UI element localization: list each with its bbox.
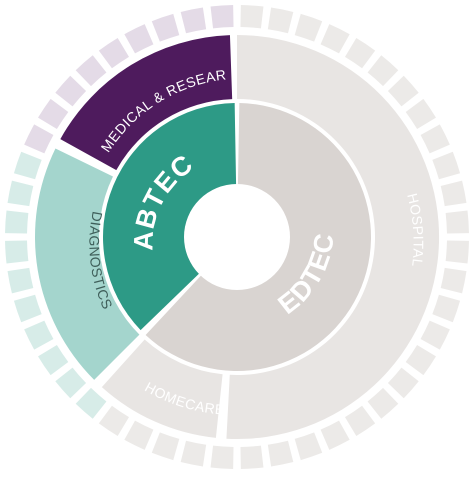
outer-tick	[320, 24, 350, 54]
outer-tick	[210, 5, 234, 29]
outer-tick	[294, 432, 323, 461]
outer-tick	[7, 267, 34, 294]
outer-tick	[75, 55, 107, 87]
outer-tick	[267, 7, 294, 34]
outer-tick	[345, 38, 376, 69]
outer-tick	[151, 13, 180, 42]
diagnostics-segment[interactable]	[34, 148, 140, 380]
outer-tick	[5, 240, 29, 264]
outer-tick	[55, 367, 87, 399]
outer-tick	[267, 440, 294, 467]
outer-tick	[98, 38, 129, 69]
outer-tick	[210, 445, 234, 469]
medtech-segment[interactable]	[145, 103, 371, 371]
outer-tick	[55, 75, 87, 107]
outer-tick	[440, 180, 467, 207]
labtech-segment[interactable]	[103, 103, 237, 331]
outer-tick	[445, 210, 469, 234]
outer-tick	[367, 55, 399, 87]
outer-tick	[5, 210, 29, 234]
outer-tick-ring	[5, 5, 469, 469]
outer-tick	[38, 98, 69, 129]
outer-tick	[38, 345, 69, 376]
outer-tick	[151, 432, 180, 461]
outer-tick	[445, 240, 469, 264]
outer-tick	[240, 445, 264, 469]
outer-tick	[405, 98, 436, 129]
outer-tick	[24, 124, 54, 154]
outer-tick	[294, 13, 323, 42]
outer-tick	[124, 24, 154, 54]
outer-tick	[98, 405, 129, 436]
outer-tick	[180, 440, 207, 467]
outer-tick	[24, 320, 54, 350]
hospital-segment[interactable]	[226, 34, 440, 439]
center-hub	[184, 184, 290, 290]
outer-tick	[405, 345, 436, 376]
outer-tick	[13, 294, 42, 323]
outer-tick	[320, 420, 350, 450]
outer-tick	[440, 267, 467, 294]
outer-tick	[367, 387, 399, 419]
homecare-segment[interactable]	[101, 339, 223, 438]
outer-tick	[432, 151, 461, 180]
outer-tick	[124, 420, 154, 450]
outer-tick	[387, 75, 419, 107]
outer-tick	[180, 7, 207, 34]
outer-tick	[420, 320, 450, 350]
outer-tick	[420, 124, 450, 154]
outer-tick	[345, 405, 376, 436]
outer-tick	[387, 367, 419, 399]
outer-tick	[432, 294, 461, 323]
outer-tick	[13, 151, 42, 180]
outer-tick	[7, 180, 34, 207]
outer-tick	[75, 387, 107, 419]
outer-tick	[240, 5, 264, 29]
biomedical-research-segment[interactable]	[60, 35, 233, 171]
